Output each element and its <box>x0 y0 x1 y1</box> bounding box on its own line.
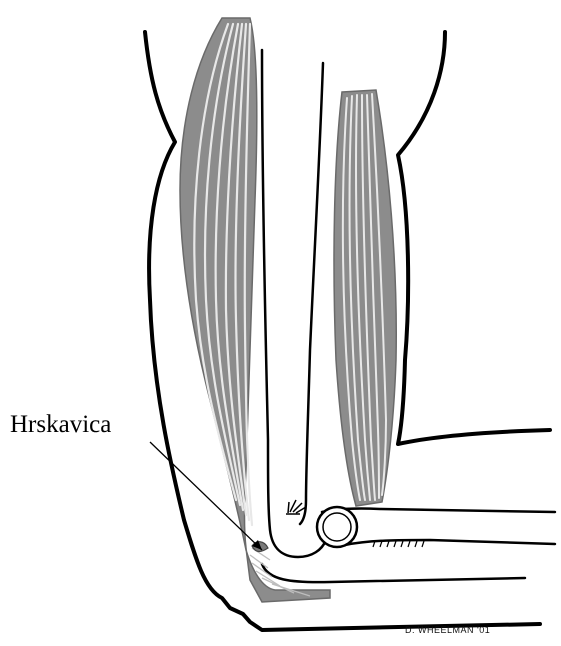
forearm-bone-upper <box>322 508 555 512</box>
triceps-muscle <box>180 18 330 602</box>
humerus-right-line <box>300 63 323 524</box>
synovial-fringe <box>286 500 306 514</box>
artist-signature: D. WHEELMAN '01 <box>405 625 490 635</box>
forearm-bone-middle <box>345 540 555 545</box>
forearm-bone-lower <box>262 564 525 582</box>
arm-outline-right <box>398 32 550 444</box>
humerus-left-line <box>262 50 326 557</box>
cartilage-label: Hrskavica <box>10 411 111 438</box>
